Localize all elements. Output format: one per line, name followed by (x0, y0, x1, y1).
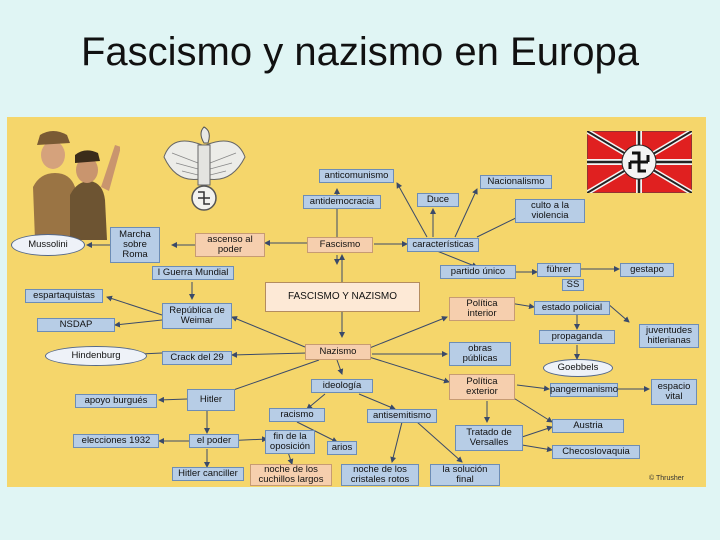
node-racismo: racismo (269, 408, 325, 422)
node-noche-cuchillos-largos: noche de los cuchillos largos (250, 464, 332, 486)
node-hitler-canciller: Hitler canciller (172, 467, 244, 481)
node-fin-oposicion: fin de la oposición (265, 430, 315, 454)
node-goebbels: Goebbels (543, 359, 613, 377)
node-republica-weimar: República de Weimar (162, 303, 232, 329)
node-el-poder: el poder (189, 434, 239, 448)
node-propaganda: propaganda (539, 330, 615, 344)
node-hindenburg: Hindenburg (45, 346, 147, 366)
node-fuhrer: führer (537, 263, 581, 277)
node-duce: Duce (417, 193, 459, 207)
node-ss: SS (562, 279, 584, 291)
node-caracteristicas: características (407, 238, 479, 252)
node-tratado-versalles: Tratado de Versalles (455, 425, 523, 451)
dictators-photo (15, 125, 120, 240)
node-noche-cristales-rotos: noche de los cristales rotos (341, 464, 419, 486)
node-espartaquistas: espartaquistas (25, 289, 103, 303)
swastika-flag (587, 131, 692, 193)
node-ideologia: ideología (311, 379, 373, 393)
node-gestapo: gestapo (620, 263, 674, 277)
node-ascenso-poder: ascenso al poder (195, 233, 265, 257)
node-antisemitismo: antisemitismo (367, 409, 437, 423)
node-elecciones-1932: elecciones 1932 (73, 434, 159, 448)
node-mussolini: Mussolini (11, 234, 85, 256)
node-guerra-mundial: I Guerra Mundial (152, 266, 234, 280)
node-apoyo-burgues: apoyo burgués (75, 394, 157, 408)
node-nacionalismo: Nacionalismo (480, 175, 552, 189)
node-arios: arios (327, 441, 357, 455)
node-juventudes-hitlerianas: juventudes hitlerianas (639, 324, 699, 348)
node-hitler: Hitler (187, 389, 235, 411)
slide-title: Fascismo y nazismo en Europa (80, 30, 639, 74)
node-politica-interior: Política interior (449, 297, 515, 321)
node-estado-policial: estado policial (534, 301, 610, 315)
connector-lines (86, 182, 650, 468)
node-checoslovaquia: Checoslovaquia (552, 445, 640, 459)
node-obras-publicas: obras públicas (449, 342, 511, 366)
node-espacio-vital: espacio vital (651, 379, 697, 405)
node-solucion-final: la solución final (430, 464, 500, 486)
node-fascismo: Fascismo (307, 237, 373, 253)
node-austria: Austria (552, 419, 624, 433)
node-antidemocracia: antidemocracia (303, 195, 381, 209)
node-politica-exterior: Política exterior (449, 374, 515, 400)
credit-label: © Thrusher (649, 475, 684, 482)
concept-map: anticomunismo Nacionalismo antidemocraci… (7, 117, 706, 487)
node-fascismo-y-nazismo: FASCISMO Y NAZISMO (265, 282, 420, 312)
node-nsdap: NSDAP (37, 318, 115, 332)
node-marcha-sobre-roma: Marcha sobre Roma (110, 227, 160, 263)
node-crack-29: Crack del 29 (162, 351, 232, 365)
node-nazismo: Nazismo (305, 344, 371, 360)
node-pangermanismo: pangermanismo (549, 383, 619, 397)
node-culto-violencia: culto a la violencia (515, 199, 585, 223)
eagle-emblem (163, 126, 246, 211)
node-anticomunismo: anticomunismo (319, 169, 394, 183)
node-partido-unico: partido único (440, 265, 516, 279)
